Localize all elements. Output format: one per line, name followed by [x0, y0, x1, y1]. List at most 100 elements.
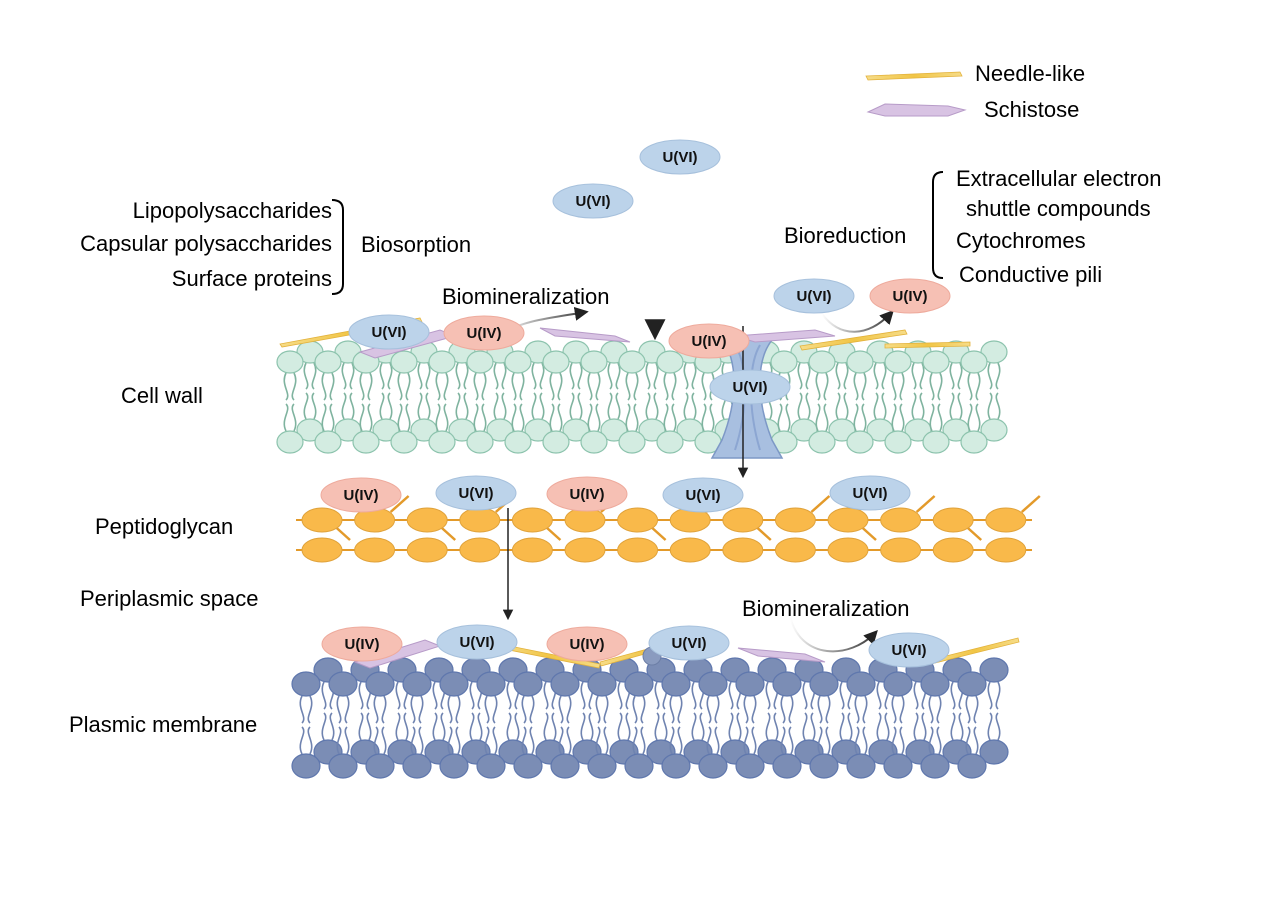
peptidoglycan-bead — [985, 537, 1027, 563]
ion-label: U(VI) — [372, 324, 407, 341]
cell-wall-lipid — [960, 350, 988, 454]
ion-label: U(VI) — [576, 193, 611, 210]
u4-ion: U(IV) — [668, 323, 750, 359]
u4-ion: U(IV) — [321, 626, 403, 662]
legend-needle-label: Needle-like — [975, 61, 1086, 86]
membrane-lipid-back — [942, 657, 972, 765]
cell-wall-lipid — [428, 350, 456, 454]
peptidoglycan-bead — [511, 507, 553, 533]
bioreduction-bracket — [932, 171, 944, 279]
u6-ion: U(VI) — [348, 314, 430, 350]
biosorption-item-capsular-polysaccharides: Capsular polysaccharides — [80, 231, 332, 256]
plasma-membrane-bilayer — [291, 657, 1009, 779]
cell-wall-lipid — [618, 350, 646, 454]
schistose-legend-icon — [866, 103, 967, 117]
bioreduction-arrow — [821, 309, 894, 333]
layer-label-periplasmic-space: Periplasmic space — [80, 586, 259, 611]
peptidoglycan-bead — [459, 537, 501, 563]
cell-wall-lipid — [922, 350, 950, 454]
cell-wall-lipid — [352, 350, 380, 454]
membrane-lipid — [624, 671, 654, 779]
peptidoglycan-bead — [985, 507, 1027, 533]
peptidoglycan-bead — [406, 507, 448, 533]
peptidoglycan-bead — [669, 537, 711, 563]
u6-ion: U(VI) — [868, 632, 950, 668]
u6-ion: U(VI) — [648, 625, 730, 661]
u4-ion: U(IV) — [869, 278, 951, 314]
peptidoglycan-bead — [722, 507, 764, 533]
peptidoglycan-bead — [301, 507, 343, 533]
ion-label: U(VI) — [797, 288, 832, 305]
schistose-crystal — [539, 327, 631, 343]
ion-label: U(IV) — [893, 288, 928, 305]
needle-legend-icon — [865, 71, 963, 81]
biosorption-item-lipopolysaccharides: Lipopolysaccharides — [132, 198, 332, 223]
membrane-lipid-back — [979, 657, 1009, 765]
peptidoglycan-bead — [774, 537, 816, 563]
peptidoglycan-bead — [774, 507, 816, 533]
bioreduction-label: Bioreduction — [784, 223, 907, 248]
peptidoglycan-bead — [301, 537, 343, 563]
peptidoglycan-bead — [406, 537, 448, 563]
cell-wall-lipid — [808, 350, 836, 454]
peptidoglycan-bead — [827, 507, 869, 533]
cell-wall-lipid — [580, 350, 608, 454]
legend-schistose-label: Schistose — [984, 97, 1080, 122]
u4-ion: U(IV) — [443, 315, 525, 351]
membrane-lipid-back — [757, 657, 787, 765]
needle-crystal — [799, 329, 908, 351]
bioreduction-item-cytochromes: Cytochromes — [956, 228, 1086, 253]
u6-ion: U(VI) — [829, 475, 911, 511]
membrane-lipid — [661, 671, 691, 779]
bioreduction-item-extracellular-electron: Extracellular electron — [956, 166, 1162, 191]
membrane-lipid — [883, 671, 913, 779]
cell-wall-lipid — [846, 350, 874, 454]
cell-wall-lipid — [466, 350, 494, 454]
peptidoglycan-bead — [354, 537, 396, 563]
bioreduction-item-conductive-pili: Conductive pili — [959, 262, 1103, 287]
schistose-crystal — [734, 329, 836, 343]
bioreduction-item-shuttle-compounds: shuttle compounds — [966, 196, 1151, 221]
uranium-species: U(VI) U(VI) U(VI) U(IV) U(IV) U(VI) U(IV) U(VI)… — [320, 139, 951, 668]
membrane-lipid — [550, 671, 580, 779]
u6-ion: U(VI) — [552, 183, 634, 219]
membrane-lipid — [735, 671, 765, 779]
peptidoglycan-bead — [932, 537, 974, 563]
ion-label: U(VI) — [459, 485, 494, 502]
peptidoglycan-bead — [722, 537, 764, 563]
biosorption-label: Biosorption — [361, 232, 472, 257]
ion-label: U(VI) — [460, 634, 495, 651]
needle-crystal — [884, 341, 971, 349]
biosorption-bracket — [331, 199, 344, 295]
cell-wall-lipid — [656, 350, 684, 454]
cell-wall-lipid-back — [828, 340, 856, 442]
ion-label: U(IV) — [344, 487, 379, 504]
peptidoglycan-bead — [880, 537, 922, 563]
cell-wall-lipid-back — [980, 340, 1008, 442]
layer-label-peptidoglycan: Peptidoglycan — [95, 514, 234, 539]
cell-wall-lipid-back — [866, 340, 894, 442]
u6-ion: U(VI) — [436, 624, 518, 660]
u4-ion: U(IV) — [546, 476, 628, 512]
biomineralization-label-top: Biomineralization — [442, 284, 610, 309]
cell-wall-lipid — [504, 350, 532, 454]
membrane-lipid — [587, 671, 617, 779]
u6-ion: U(VI) — [662, 477, 744, 513]
membrane-lipid — [328, 671, 358, 779]
peptidoglycan-bead — [617, 537, 659, 563]
peptidoglycan-layer — [296, 495, 1041, 563]
peptidoglycan-bead — [564, 537, 606, 563]
cell-wall-lipid — [390, 350, 418, 454]
peptidoglycan-bead — [617, 507, 659, 533]
u4-ion: U(IV) — [546, 626, 628, 662]
cell-wall-lipid — [694, 350, 722, 454]
ion-label: U(VI) — [853, 485, 888, 502]
ion-label: U(IV) — [345, 636, 380, 653]
membrane-lipid — [439, 671, 469, 779]
layer-label-plasmic-membrane: Plasmic membrane — [69, 712, 258, 737]
cell-wall-bilayer — [276, 340, 1008, 454]
u6-ion: U(VI) — [639, 139, 721, 175]
schistose-crystal — [737, 647, 826, 663]
peptidoglycan-bead — [459, 507, 501, 533]
